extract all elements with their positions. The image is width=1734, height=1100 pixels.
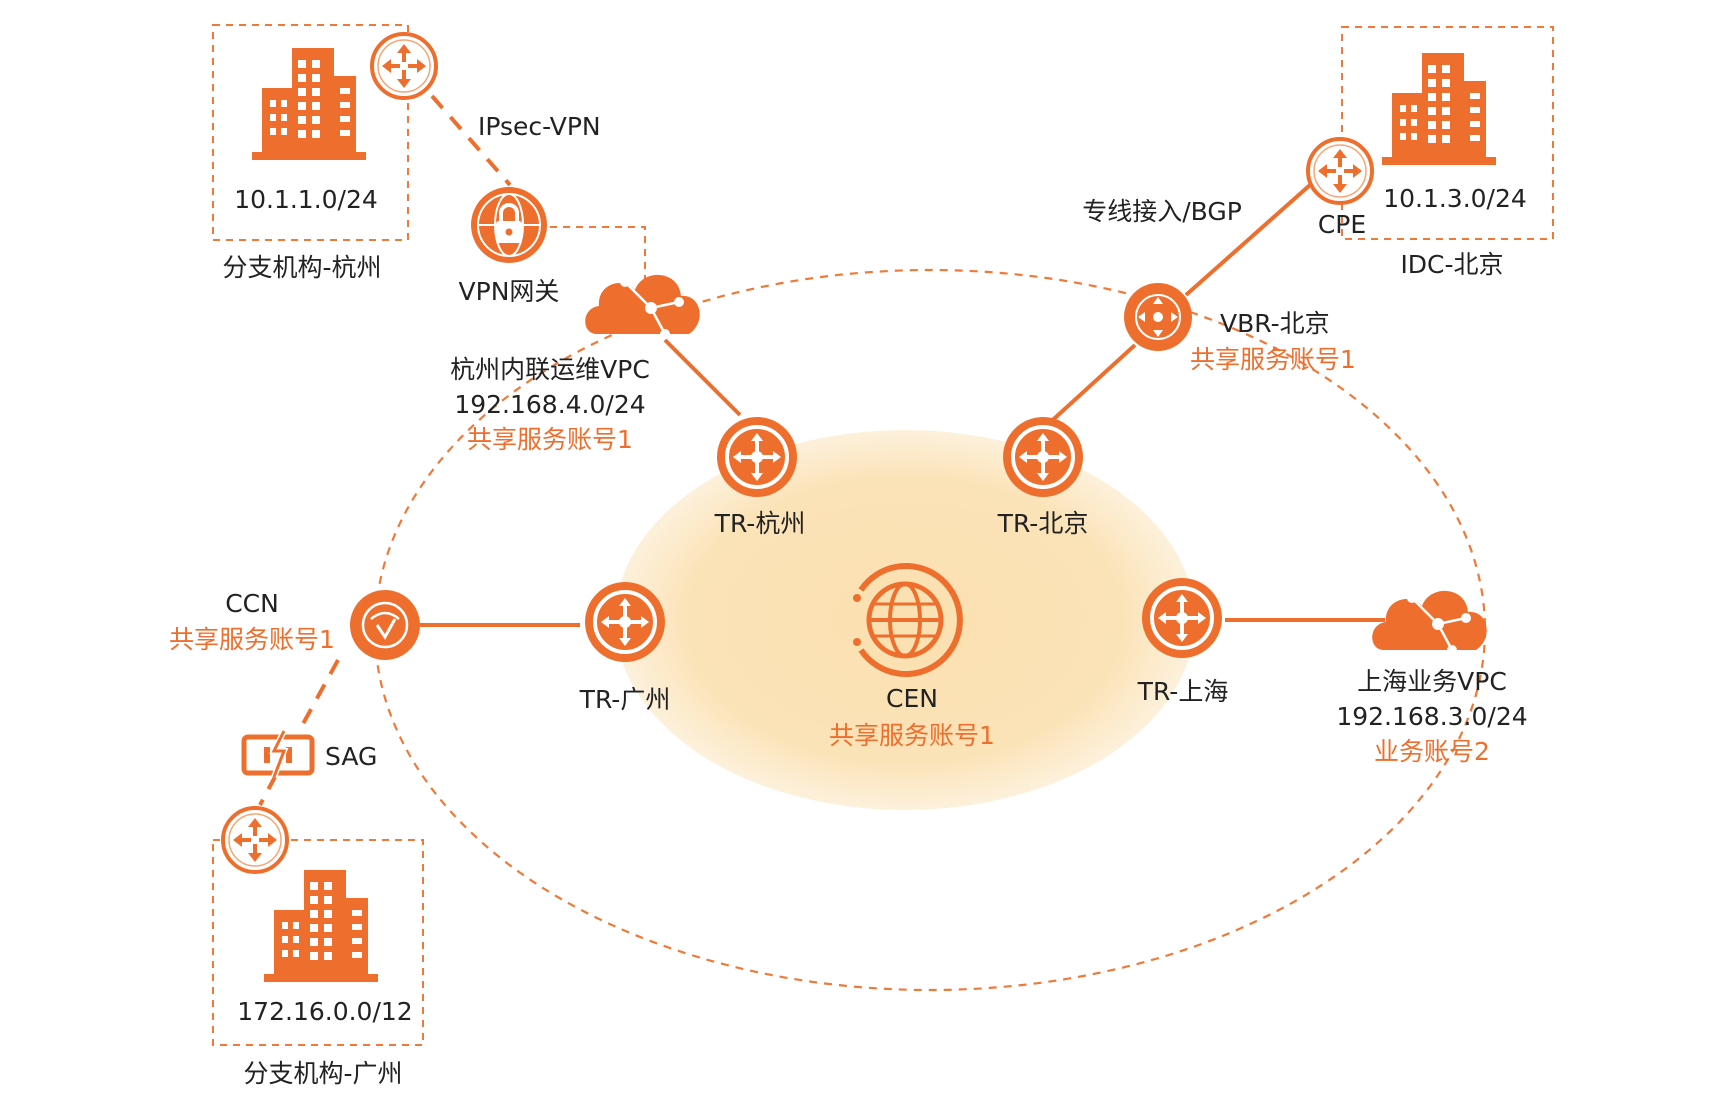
ccn-icon[interactable] bbox=[350, 590, 420, 660]
branch-hz-box bbox=[212, 24, 409, 241]
transit-router-icon[interactable] bbox=[715, 415, 799, 499]
tr-gz-label: TR-广州 bbox=[579, 685, 671, 714]
link-ccn-sag bbox=[296, 659, 340, 734]
link-vpc-trhz bbox=[663, 338, 742, 417]
hz-vpc-cidr: 192.168.4.0/24 bbox=[454, 390, 645, 419]
cpe-label: CPE bbox=[1318, 210, 1366, 239]
idc-bj-name: IDC-北京 bbox=[1400, 250, 1503, 279]
sag-label: SAG bbox=[325, 742, 377, 771]
link-vbr-trbj bbox=[1043, 343, 1137, 429]
sh-vpc-name: 上海业务VPC bbox=[1357, 667, 1507, 696]
vbr-icon[interactable] bbox=[1124, 283, 1192, 351]
vpn-gateway-icon[interactable] bbox=[471, 187, 547, 263]
branch-gz-subnet: 172.16.0.0/12 bbox=[237, 997, 412, 1026]
tr-hz-label: TR-杭州 bbox=[714, 509, 806, 538]
building-icon bbox=[252, 48, 366, 160]
cloud-vpc-icon[interactable] bbox=[583, 273, 701, 341]
cen-name: CEN bbox=[886, 684, 938, 713]
vbr-bj-account: 共享服务账号1 bbox=[1190, 345, 1356, 374]
cloud-vpc-icon[interactable] bbox=[1370, 589, 1488, 657]
branch-gz-box bbox=[212, 839, 424, 1046]
link-ipsec bbox=[430, 94, 512, 187]
tr-sh-label: TR-上海 bbox=[1137, 677, 1229, 706]
globe-icon[interactable] bbox=[853, 563, 963, 677]
link-cpe-vbr bbox=[1184, 183, 1312, 297]
hz-vpc-name: 杭州内联运维VPC bbox=[450, 355, 650, 384]
cen-account: 共享服务账号1 bbox=[829, 721, 995, 750]
ccn-name: CCN bbox=[225, 589, 279, 618]
router-icon[interactable] bbox=[221, 806, 289, 874]
leased-line-label: 专线接入/BGP bbox=[1082, 197, 1242, 226]
tr-bj-label: TR-北京 bbox=[997, 509, 1089, 538]
router-icon[interactable] bbox=[1306, 137, 1374, 205]
sh-vpc-cidr: 192.168.3.0/24 bbox=[1336, 702, 1527, 731]
ccn-account: 共享服务账号1 bbox=[169, 625, 335, 654]
sag-icon[interactable] bbox=[241, 729, 315, 779]
branch-gz-name: 分支机构-广州 bbox=[243, 1059, 402, 1088]
idc-bj-subnet: 10.1.3.0/24 bbox=[1383, 184, 1527, 213]
link-sag-router bbox=[258, 774, 278, 806]
ipsec-label: IPsec-VPN bbox=[478, 112, 601, 141]
sh-vpc-account: 业务账号2 bbox=[1374, 737, 1490, 766]
link-vpngw-vpc bbox=[550, 226, 646, 290]
transit-router-icon[interactable] bbox=[583, 580, 667, 664]
transit-router-icon[interactable] bbox=[1140, 576, 1224, 660]
router-icon[interactable] bbox=[370, 32, 438, 100]
vbr-bj-name: VBR-北京 bbox=[1220, 309, 1330, 338]
branch-hz-name: 分支机构-杭州 bbox=[222, 253, 381, 282]
transit-router-icon[interactable] bbox=[1001, 415, 1085, 499]
idc-bj-box bbox=[1341, 26, 1554, 240]
building-icon bbox=[264, 870, 378, 982]
vpn-gateway-label: VPN网关 bbox=[459, 277, 560, 306]
hz-vpc-account: 共享服务账号1 bbox=[467, 425, 633, 454]
branch-hz-subnet: 10.1.1.0/24 bbox=[234, 185, 378, 214]
building-icon bbox=[1382, 53, 1496, 165]
